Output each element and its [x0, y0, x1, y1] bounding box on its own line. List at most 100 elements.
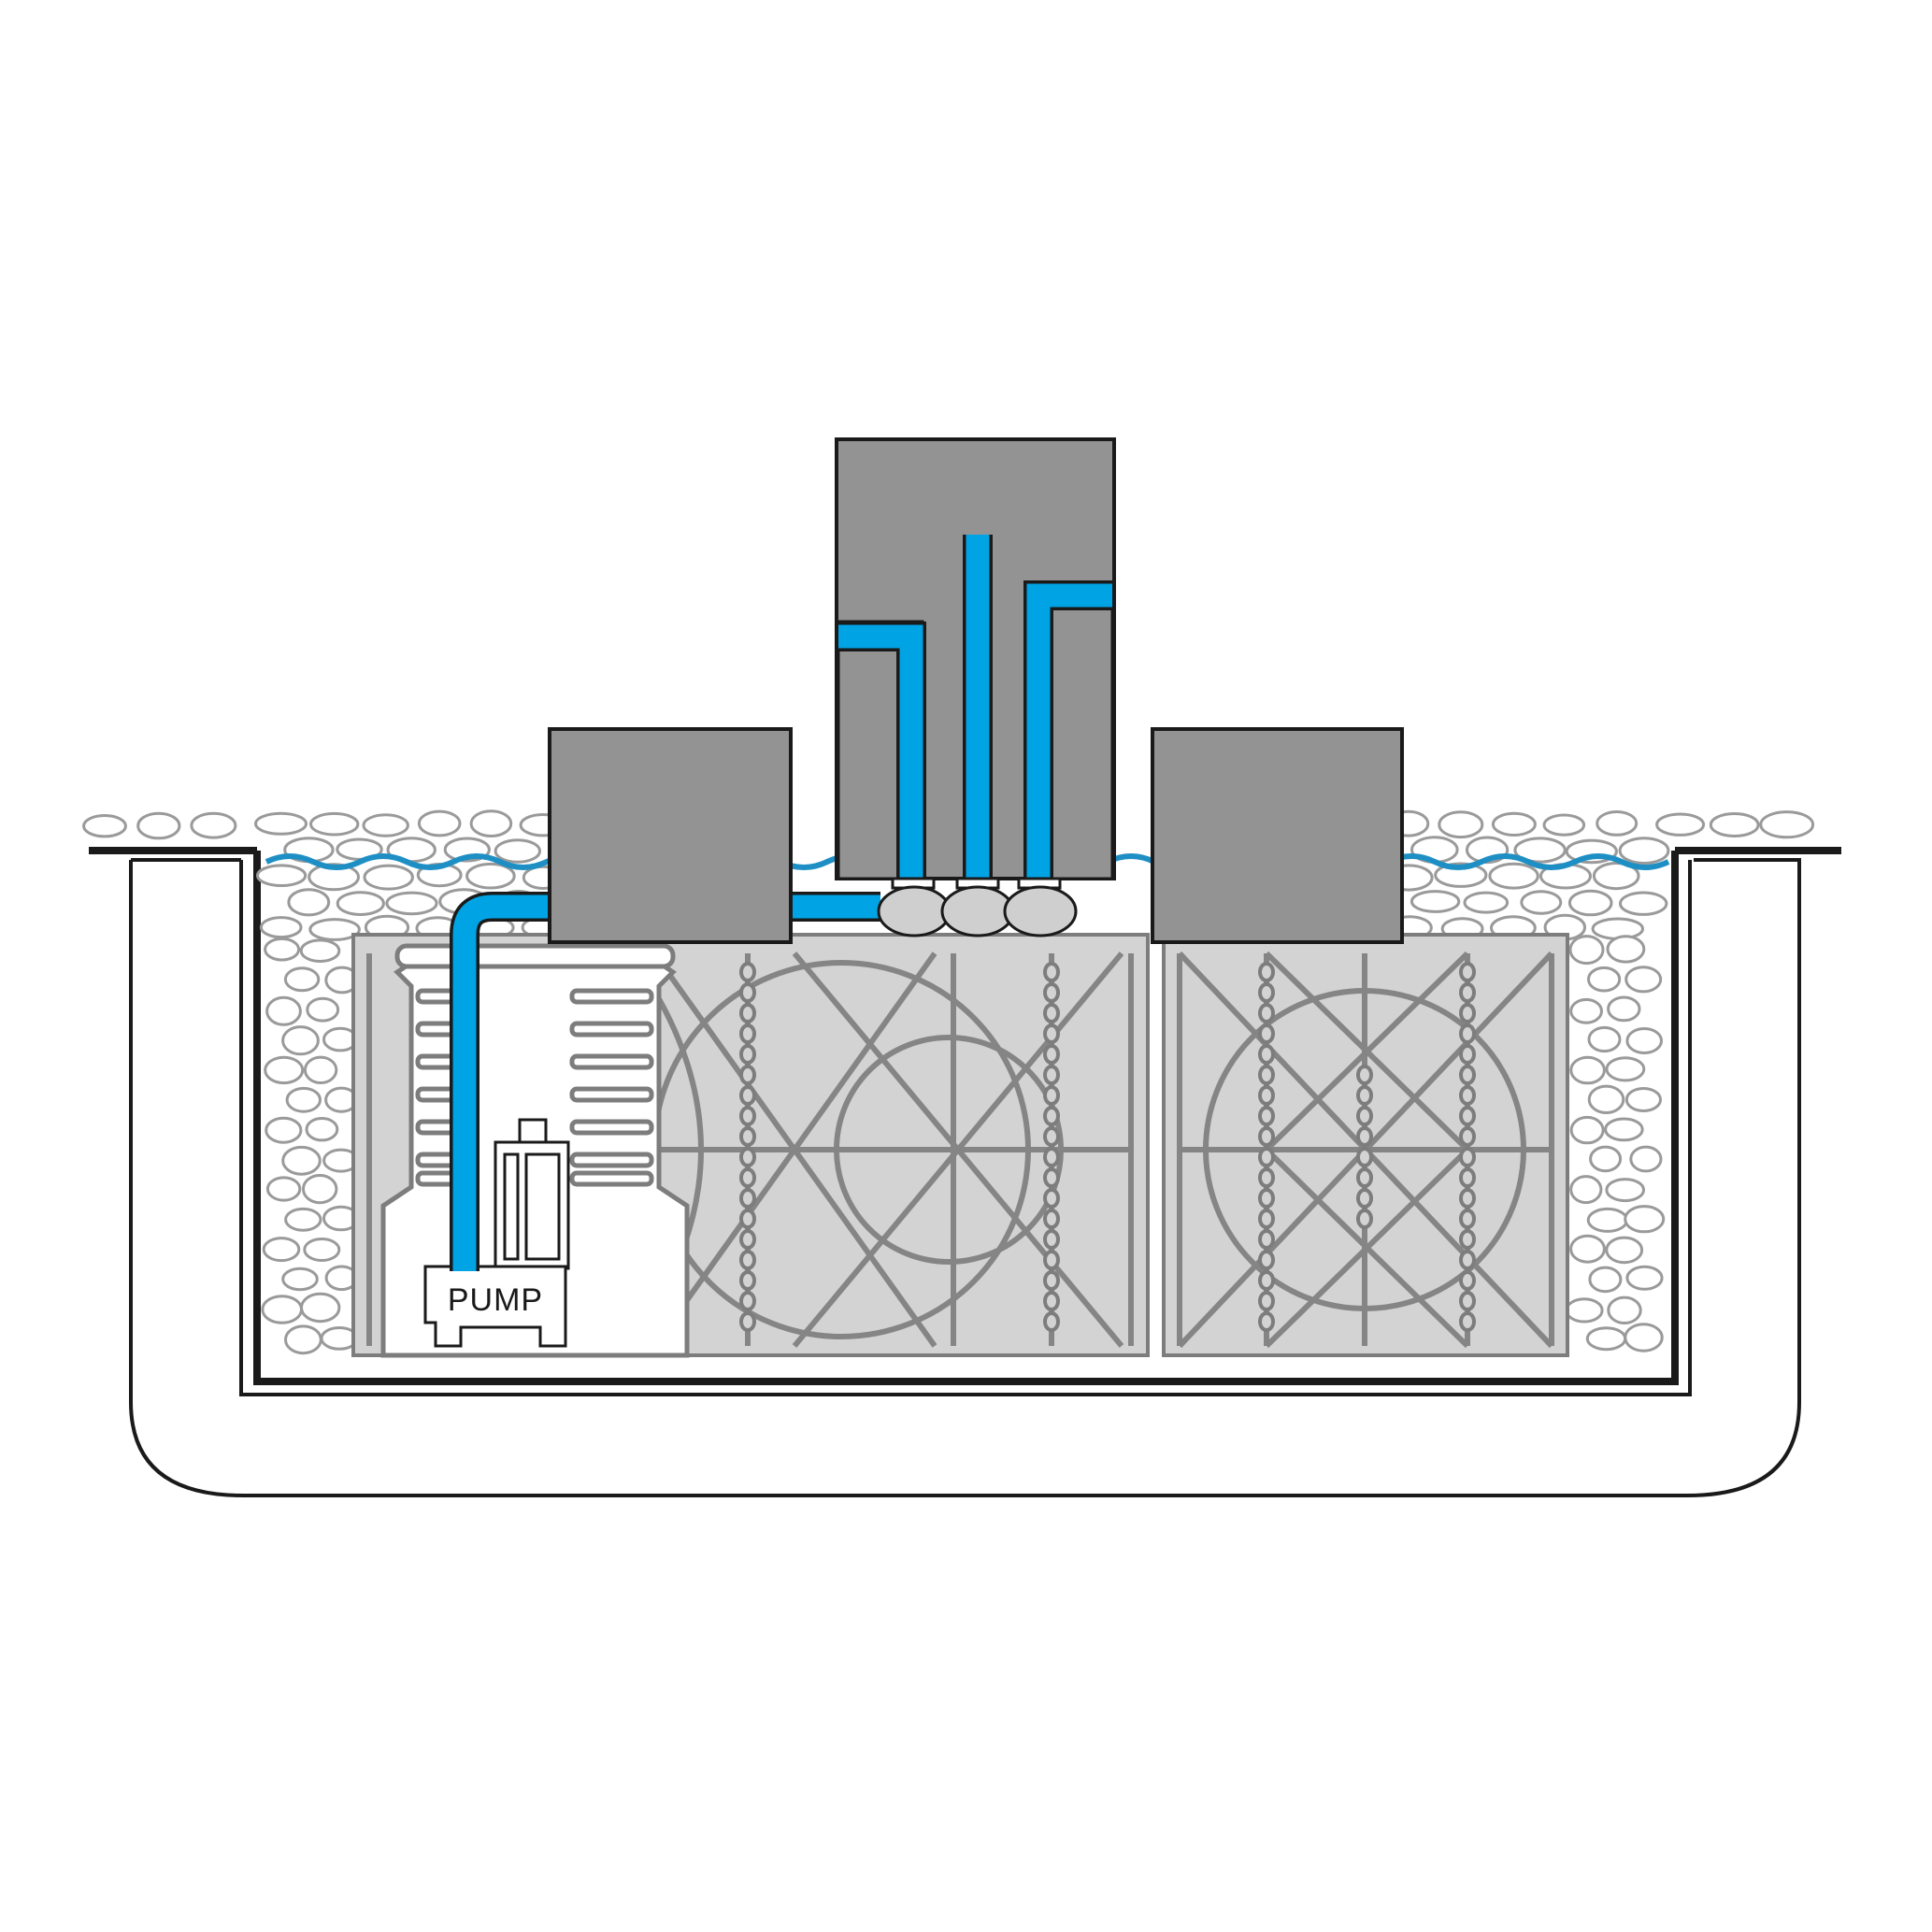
gravel-stone — [259, 916, 303, 939]
module-hole — [739, 1167, 756, 1188]
gravel-stone — [281, 1267, 319, 1292]
module-hole — [739, 1044, 756, 1065]
gravel-stone — [1607, 995, 1641, 1023]
module-hole — [1459, 1311, 1476, 1332]
module-hole — [1043, 1085, 1060, 1106]
gravel-stone — [1542, 813, 1586, 837]
gravel-stone — [1592, 862, 1640, 891]
module-hole — [1459, 1106, 1476, 1126]
module-hole — [1459, 1229, 1476, 1250]
module-hole — [739, 1126, 756, 1147]
module-hole — [739, 1311, 756, 1332]
module-hole — [739, 1291, 756, 1311]
gravel-stone — [303, 1238, 341, 1262]
gravel-stone — [287, 888, 331, 917]
module-hole — [1459, 1147, 1476, 1167]
submersible-pump-icon: PUMP — [423, 1118, 570, 1348]
module-hole — [1043, 1291, 1060, 1311]
module-hole — [1258, 1003, 1275, 1023]
gravel-stone — [302, 1174, 338, 1205]
gravel-stone — [264, 937, 301, 962]
module-hole — [739, 1085, 756, 1106]
module-hole — [1356, 1167, 1373, 1188]
module-hole — [1043, 962, 1060, 982]
gravel-stone — [1438, 810, 1484, 839]
gravel-stone — [385, 891, 438, 916]
gravel-stone — [1709, 812, 1760, 837]
module-hole — [1356, 1188, 1373, 1209]
chamber-rib — [569, 988, 654, 1005]
gravel-stone — [281, 1025, 320, 1056]
module-hole — [739, 1270, 756, 1291]
module-hole — [739, 1209, 756, 1229]
module-hole — [1459, 1270, 1476, 1291]
module-hole — [1043, 1126, 1060, 1147]
gravel-stone — [254, 811, 308, 836]
module-hole — [1258, 1291, 1275, 1311]
gravel-stone — [305, 1117, 339, 1142]
chamber-rib — [569, 1021, 654, 1038]
module-hole — [1258, 1188, 1275, 1209]
gravel-stone — [1588, 1266, 1623, 1294]
module-hole — [1258, 1229, 1275, 1250]
feed-pipe-fill — [452, 894, 880, 1271]
gravel-stone — [1513, 837, 1567, 864]
module-hole — [1356, 1147, 1373, 1167]
module-hole — [1258, 1065, 1275, 1085]
module-hole — [1258, 1023, 1275, 1044]
gravel-stone — [362, 813, 409, 837]
module-hole — [1459, 1003, 1476, 1023]
module-hole — [1356, 1065, 1373, 1085]
module-hole — [1258, 1167, 1275, 1188]
gravel-stone — [1491, 811, 1537, 837]
gravel-stone — [262, 1237, 301, 1263]
gravel-stone — [264, 1055, 305, 1085]
module-hole — [1459, 1085, 1476, 1106]
module-hole — [1043, 1023, 1060, 1044]
gravel-stone — [494, 838, 541, 864]
gravel-stone — [1568, 935, 1605, 966]
module-hole — [739, 1147, 756, 1167]
gravel-stone — [1607, 1295, 1642, 1325]
module-hole — [1356, 1126, 1373, 1147]
gravel-stone — [1624, 1087, 1663, 1112]
gravel-stone — [469, 809, 513, 837]
gravel-stone — [1587, 966, 1622, 993]
module-hole — [1459, 962, 1476, 982]
gravel-stone — [1520, 890, 1563, 915]
module-hole — [1258, 1209, 1275, 1229]
gravel-stone — [1591, 917, 1645, 940]
gravel-stone — [281, 1145, 322, 1176]
chamber-rib — [569, 1152, 654, 1168]
gravel-stone — [1569, 997, 1603, 1024]
module-hole — [1459, 1023, 1476, 1044]
module-hole — [1459, 1209, 1476, 1229]
stone-block-left — [548, 727, 793, 944]
gravel-stone — [1624, 1323, 1664, 1352]
module-hole — [1258, 982, 1275, 1003]
tank-module-right — [1162, 933, 1569, 1357]
gravel-stone — [1655, 812, 1706, 837]
gravel-stone — [1586, 1207, 1629, 1233]
module-hole — [1258, 1147, 1275, 1167]
stone-block-right — [1151, 727, 1404, 944]
module-hole — [1459, 1250, 1476, 1270]
gravel-stone — [1589, 1145, 1623, 1173]
gravel-stone — [1759, 810, 1815, 839]
module-hole — [1043, 1044, 1060, 1065]
gravel-stone — [1624, 966, 1663, 994]
gravel-stone — [1625, 1265, 1664, 1291]
liner-inner — [239, 860, 1692, 1396]
module-hole — [1043, 1106, 1060, 1126]
gravel-stone — [1569, 1234, 1606, 1264]
module-hole — [1043, 1229, 1060, 1250]
gravel-stone — [1618, 837, 1670, 865]
gravel-fill — [82, 809, 1815, 1355]
module-hole — [739, 1250, 756, 1270]
chamber-rib — [569, 1086, 654, 1103]
gravel-stone — [309, 811, 360, 837]
gravel-stone — [82, 814, 127, 838]
gravel-stone — [1488, 862, 1539, 890]
module-hole — [739, 1106, 756, 1126]
